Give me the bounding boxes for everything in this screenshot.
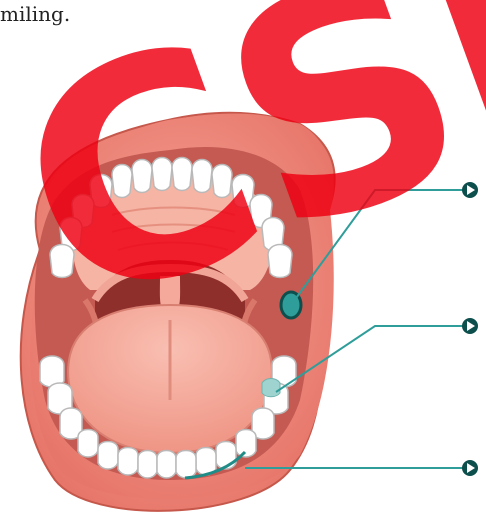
tooth-cavity: [262, 379, 280, 397]
play-circle-icon[interactable]: [462, 460, 478, 476]
play-circle-icon[interactable]: [462, 318, 478, 334]
play-circle-icon[interactable]: [462, 182, 478, 198]
